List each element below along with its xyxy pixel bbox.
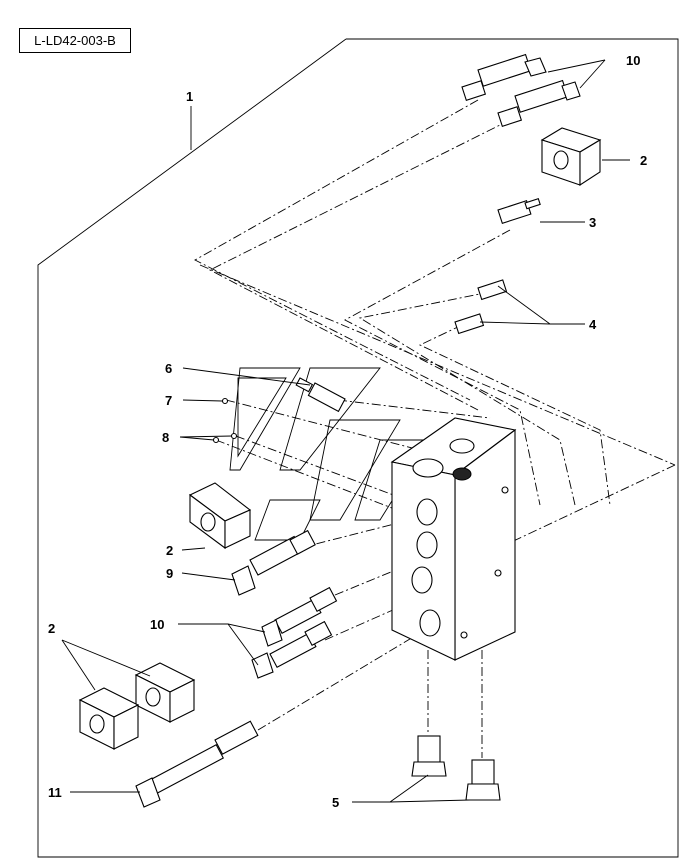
cartridge-valve-mid-2 bbox=[251, 620, 333, 679]
callout-1: 1 bbox=[186, 89, 193, 104]
valve-6 bbox=[295, 377, 346, 413]
solenoid-coil-left-1 bbox=[134, 662, 196, 723]
callout-9: 9 bbox=[166, 566, 173, 581]
seal-7 bbox=[221, 397, 229, 405]
valve-11 bbox=[135, 720, 259, 808]
cartridge-valve-top-1 bbox=[461, 53, 547, 102]
valve-4-b bbox=[454, 313, 485, 335]
callout-11: 11 bbox=[48, 785, 62, 800]
plug-5-a bbox=[411, 735, 447, 777]
callout-6: 6 bbox=[165, 361, 172, 376]
drawing-code-label: L-LD42-003-B bbox=[19, 28, 131, 53]
seal-8-a bbox=[212, 436, 220, 444]
solenoid-coil-left-2 bbox=[78, 687, 140, 750]
callout-3: 3 bbox=[589, 215, 596, 230]
solenoid-coil-top bbox=[540, 127, 602, 187]
plug-5-b bbox=[465, 759, 501, 801]
callout-4: 4 bbox=[589, 317, 597, 332]
valve-4-a bbox=[477, 279, 508, 301]
callout-10-mid: 10 bbox=[150, 617, 164, 632]
valve-9 bbox=[231, 529, 316, 596]
leader-lines bbox=[61, 59, 630, 803]
valve-3 bbox=[497, 197, 541, 225]
callout-2-left: 2 bbox=[48, 621, 55, 636]
callout-8: 8 bbox=[162, 430, 169, 445]
cartridge-valve-mid-1 bbox=[261, 586, 338, 647]
solenoid-coil-mid bbox=[188, 482, 252, 550]
callout-2-mid: 2 bbox=[166, 543, 173, 558]
assembly-frame bbox=[37, 38, 679, 858]
centerlines bbox=[194, 99, 676, 758]
valve-block bbox=[390, 417, 517, 661]
callout-7: 7 bbox=[165, 393, 172, 408]
seal-8-b bbox=[230, 432, 238, 440]
cartridge-valve-top-2 bbox=[497, 79, 581, 128]
callout-10-top: 10 bbox=[626, 53, 640, 68]
callout-5: 5 bbox=[332, 795, 339, 810]
callout-2-top: 2 bbox=[640, 153, 647, 168]
